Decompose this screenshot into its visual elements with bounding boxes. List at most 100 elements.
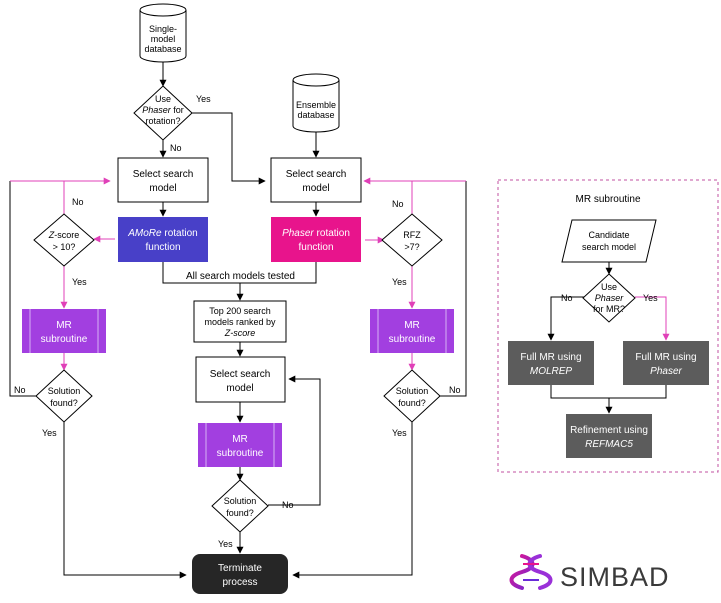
edge-label-yes: Yes	[643, 293, 658, 303]
mr-text-2: subroutine	[217, 448, 264, 459]
ensemble-database: Ensemble database	[292, 73, 340, 133]
rfz-text-1: RFZ	[403, 230, 421, 240]
refinement-refmac5: Refinement using REFMAC5	[566, 414, 652, 458]
select-search-model-2: Select search model	[270, 157, 362, 203]
terminate-process: Terminate process	[192, 554, 288, 594]
solution-text-1: Solution	[224, 496, 257, 506]
use-phaser-text-1: Use	[601, 282, 617, 292]
amore-name: AMoRe	[127, 228, 162, 239]
decision-text-phaser: Phaser	[142, 105, 172, 115]
zscore-text-2: > 10?	[53, 242, 76, 252]
phaser-rot-text-1: Phaser rotation	[282, 228, 350, 239]
decision-text: Use	[155, 94, 171, 104]
connectors-black	[9, 60, 667, 579]
phaser-rot-text-2: function	[298, 242, 333, 253]
rfz-text-2: >7?	[404, 242, 419, 252]
simbad-helix-icon	[509, 554, 553, 590]
mr-text-1: MR	[404, 320, 420, 331]
edge-label-no: No	[449, 385, 461, 395]
decision-use-phaser-rotation: Use Phaser for rotation?	[133, 85, 193, 141]
edge-label-yes: Yes	[392, 428, 407, 438]
select-text-2: model	[226, 383, 253, 394]
single-model-database: Single- model database	[139, 3, 187, 63]
single-db-label-3: database	[144, 44, 181, 54]
simbad-logo: SIMBAD	[509, 554, 670, 592]
phaser-rotation: rotation	[317, 228, 350, 239]
top200-text-3: Z-score	[224, 328, 256, 338]
candidate-search-model: Candidate search model	[561, 219, 657, 263]
candidate-text-2: search model	[582, 242, 636, 252]
edge-labels: Yes No No Yes No Yes No Yes Yes No No Ye…	[14, 94, 461, 549]
decision-text: rotation?	[145, 116, 180, 126]
solution-text-2: found?	[398, 398, 426, 408]
top200-ranked-box: Top 200 search models ranked by Z-score	[193, 300, 287, 343]
solution-text-2: found?	[50, 398, 78, 408]
full-mr-phaser: Full MR using Phaser	[623, 341, 709, 385]
use-phaser-text-3: for MR?	[593, 304, 625, 314]
decision-solution-center: Solution found?	[211, 479, 269, 533]
terminate-text-1: Terminate	[218, 563, 262, 574]
select-text-2: model	[149, 183, 176, 194]
edge-label-yes: Yes	[42, 428, 57, 438]
decision-zscore: Z-score > 10?	[33, 213, 95, 267]
select-text-1: Select search	[286, 169, 347, 180]
single-db-label-1: Single-	[149, 24, 177, 34]
decision-rfz: RFZ >7?	[381, 213, 443, 267]
edge-label-no: No	[72, 197, 84, 207]
top200-text-2: models ranked by	[204, 317, 276, 327]
ensemble-db-label-2: database	[297, 110, 334, 120]
decision-solution-left: Solution found?	[35, 369, 93, 423]
edge-label-no: No	[170, 143, 182, 153]
phaser-name: Phaser	[282, 228, 314, 239]
solution-text-1: Solution	[396, 386, 429, 396]
refinement-text-1: Refinement using	[570, 425, 648, 436]
edge-label-yes: Yes	[392, 277, 407, 287]
select-text-1: Select search	[133, 169, 194, 180]
zscore-text-1: Z-score	[48, 230, 80, 240]
phaser-mr-text-2: Phaser	[650, 366, 682, 377]
phaser-rotation-function: Phaser rotation function	[271, 217, 361, 262]
phaser-mr-text-1: Full MR using	[635, 352, 696, 363]
select-search-model-1: Select search model	[117, 157, 209, 203]
molrep-text-2: MOLREP	[530, 366, 573, 377]
full-mr-molrep: Full MR using MOLREP	[508, 341, 594, 385]
edge-label-no: No	[561, 293, 573, 303]
select-search-model-3: Select search model	[195, 356, 286, 403]
top200-text-1: Top 200 search	[209, 306, 271, 316]
mr-subroutine-left: MR subroutine	[22, 309, 106, 353]
use-phaser-text-2: Phaser	[595, 293, 625, 303]
select-text-1: Select search	[210, 369, 271, 380]
candidate-text-1: Candidate	[588, 230, 629, 240]
select-text-2: model	[302, 183, 329, 194]
mr-text-2: subroutine	[41, 334, 88, 345]
edge-label-all-tested: All search models tested	[186, 271, 295, 282]
decision-solution-right: Solution found?	[383, 369, 441, 423]
mr-text-1: MR	[232, 434, 248, 445]
mr-subroutine-center: MR subroutine	[198, 423, 282, 467]
mr-text-2: subroutine	[389, 334, 436, 345]
edge-label-yes: Yes	[218, 539, 233, 549]
mr-subroutine-panel: MR subroutine Candidate search model Use…	[497, 179, 719, 473]
edge-label-yes: Yes	[196, 94, 211, 104]
mr-text-1: MR	[56, 320, 72, 331]
mr-subroutine-right: MR subroutine	[370, 309, 454, 353]
solution-text-1: Solution	[48, 386, 81, 396]
solution-text-2: found?	[226, 508, 254, 518]
edge-label-no: No	[14, 385, 26, 395]
refinement-text-2: REFMAC5	[585, 439, 633, 450]
panel-title: MR subroutine	[575, 194, 640, 205]
ensemble-db-label-1: Ensemble	[296, 100, 336, 110]
single-db-label-2: model	[151, 34, 176, 44]
amore-rotation: rotation	[164, 228, 197, 239]
amore-text-2: function	[145, 242, 180, 253]
edge-label-no: No	[282, 500, 294, 510]
terminate-text-2: process	[222, 577, 257, 588]
edge-label-no: No	[392, 199, 404, 209]
connectors-pink	[10, 177, 670, 371]
molrep-text-1: Full MR using	[520, 352, 581, 363]
decision-text: Phaser for	[142, 105, 184, 115]
decision-use-phaser-mr: Use Phaser for MR?	[582, 273, 636, 323]
edge-label-yes: Yes	[72, 277, 87, 287]
simbad-logo-text: SIMBAD	[560, 562, 670, 592]
